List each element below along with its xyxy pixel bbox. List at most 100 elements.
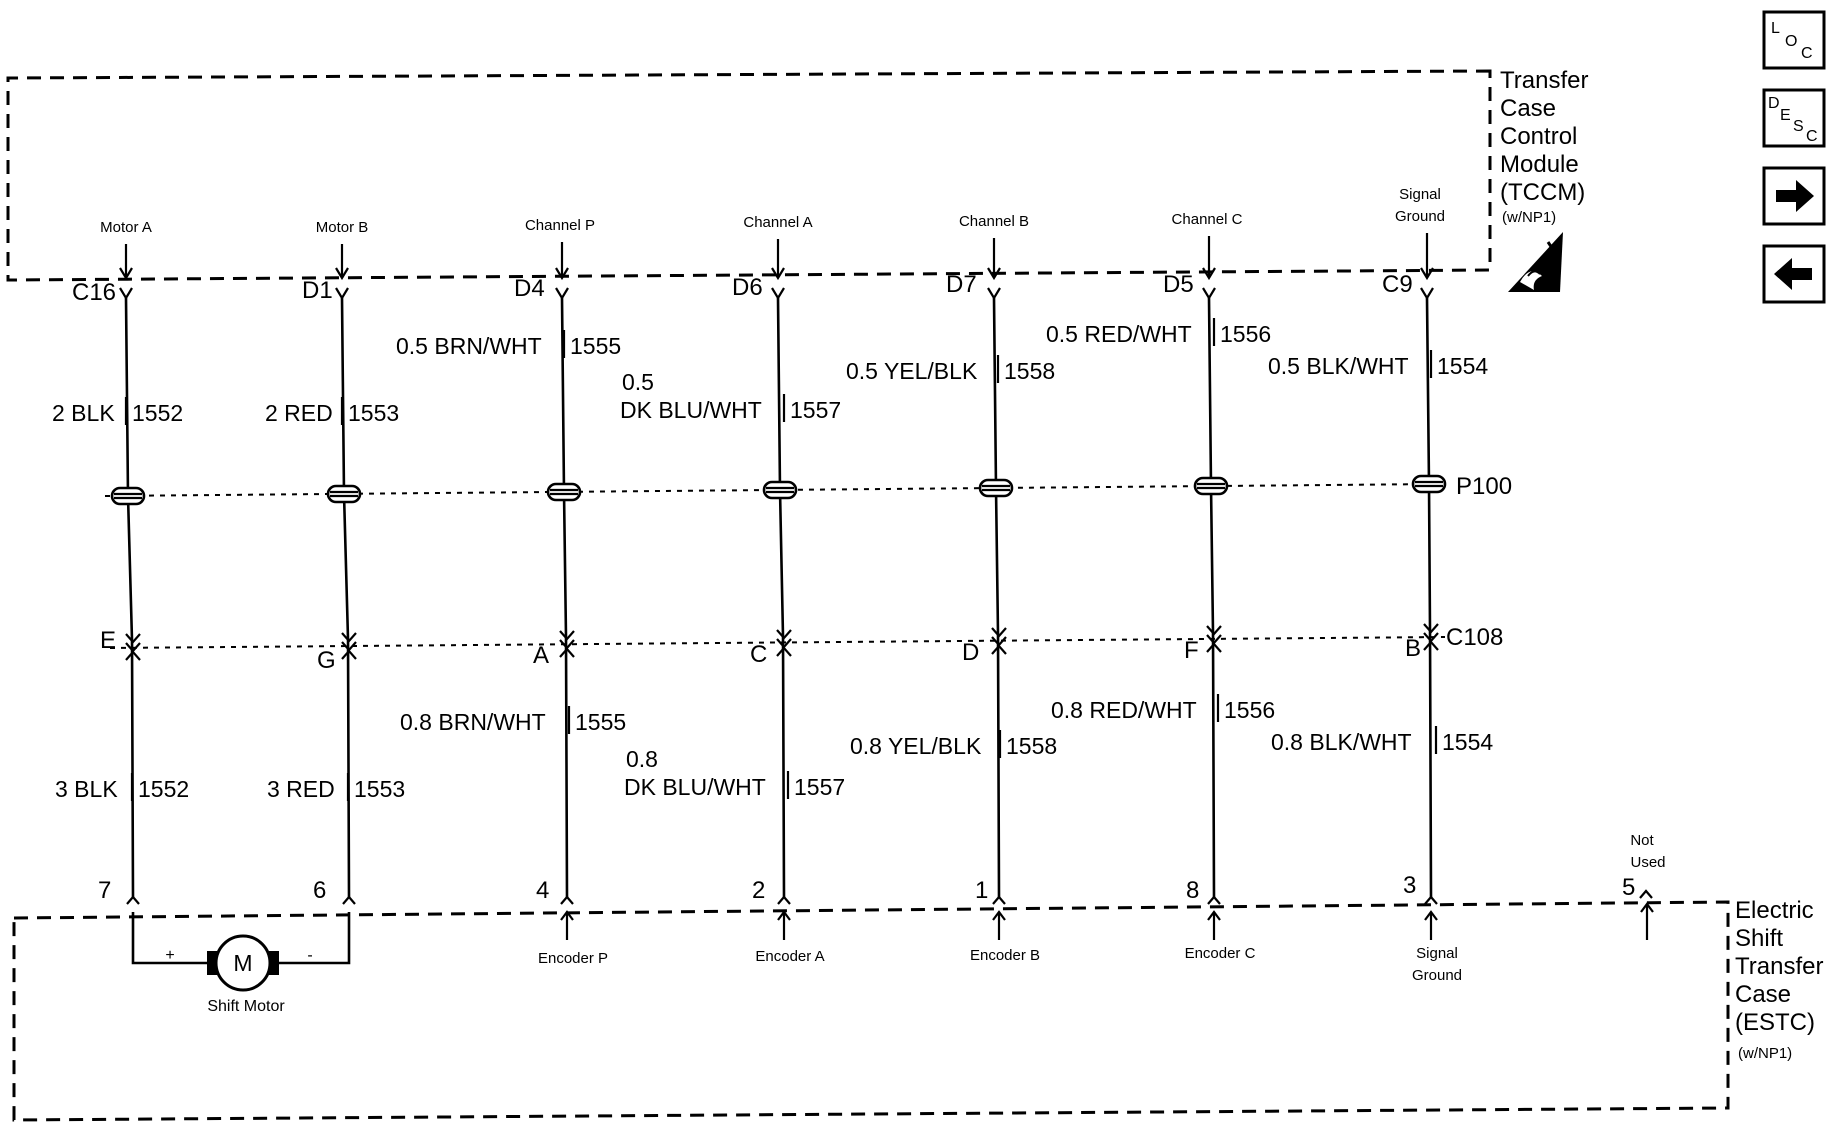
c108-terminal xyxy=(1206,625,1222,636)
wire xyxy=(776,297,786,899)
c108-terminal xyxy=(991,627,1007,638)
c108-terminal xyxy=(559,630,575,641)
wire-color-label: 0.5 RED/WHT xyxy=(1046,321,1192,347)
motor-minus-sign: - xyxy=(307,947,312,964)
loc-letter-3: C xyxy=(1801,45,1813,62)
tccm-title-line-5: (TCCM) xyxy=(1500,179,1585,206)
wire-color-label: 0.5 BRN/WHT xyxy=(396,333,542,359)
c108-pin-label: B xyxy=(1405,635,1421,662)
tccm-signal-label: Channel C xyxy=(1172,211,1243,228)
tccm-arrowhead xyxy=(1202,267,1216,281)
tccm-arrowhead xyxy=(119,267,133,281)
not-used-terminal xyxy=(1639,889,1653,899)
wire-color-label: DK BLU/WHT xyxy=(624,774,766,800)
estc-title-line-4: Case xyxy=(1735,981,1791,1008)
loc-button[interactable]: L O C xyxy=(1762,10,1826,70)
estc-signal-label: Encoder P xyxy=(538,950,608,967)
tccm-signal-label: Motor A xyxy=(100,219,152,236)
estc-terminal xyxy=(342,895,356,905)
estc-output-arrow xyxy=(1207,910,1221,940)
wire-color-label: 0.5 xyxy=(622,369,654,395)
wire-color-label: 0.8 YEL/BLK xyxy=(850,733,982,759)
c108-terminal xyxy=(559,647,575,658)
c108-terminal xyxy=(1206,642,1222,653)
prev-page-button[interactable] xyxy=(1762,244,1826,304)
tccm-terminal xyxy=(1420,287,1434,301)
wire-color-label: 0.8 BLK/WHT xyxy=(1271,729,1412,755)
esd-sensitive-icon xyxy=(1508,232,1563,292)
loc-letter-1: L xyxy=(1771,20,1780,37)
desc-letter-3: S xyxy=(1793,118,1804,135)
wire xyxy=(340,297,351,899)
wire-color-label: 2 RED xyxy=(265,400,333,426)
tccm-terminal xyxy=(1202,287,1216,301)
estc-output-arrow xyxy=(777,910,791,940)
c108-terminal xyxy=(1423,640,1439,651)
c108-terminal xyxy=(125,650,141,661)
estc-title-line-2: Shift xyxy=(1735,925,1783,952)
p100-connector xyxy=(1411,474,1447,494)
tccm-arrowhead xyxy=(1420,267,1434,281)
tccm-pin-label: D1 xyxy=(302,277,333,304)
tccm-pin-label: C16 xyxy=(72,279,116,306)
estc-output-arrow xyxy=(1424,910,1438,940)
circuit-number-label: 1555 xyxy=(575,709,626,735)
estc-output-arrow xyxy=(560,910,574,940)
circuit-number-label: 1557 xyxy=(790,397,841,423)
p100-connector xyxy=(326,484,362,504)
desc-letter-2: E xyxy=(1780,107,1791,124)
wire xyxy=(1425,297,1433,899)
estc-pin-label: 2 xyxy=(752,877,765,904)
tccm-pin-label: D4 xyxy=(514,275,545,302)
p100-connector xyxy=(110,486,146,506)
estc-pin-label: 7 xyxy=(98,877,111,904)
wire-color-label: 0.8 RED/WHT xyxy=(1051,697,1197,723)
wire-color-label: 0.5 YEL/BLK xyxy=(846,358,978,384)
c108-terminal xyxy=(776,629,792,640)
wire-color-label: 0.5 BLK/WHT xyxy=(1268,353,1409,379)
estc-pin-label: 4 xyxy=(536,877,549,904)
c108-pin-label: F xyxy=(1184,637,1199,664)
circuit-number-label: 1558 xyxy=(1006,733,1057,759)
c108-terminal xyxy=(125,633,141,644)
tccm-terminal xyxy=(119,287,133,301)
estc-note: (w/NP1) xyxy=(1738,1045,1792,1062)
estc-terminal xyxy=(560,895,574,905)
estc-terminal xyxy=(777,895,791,905)
estc-signal-label: Encoder B xyxy=(970,947,1040,964)
c108-pin-label: D xyxy=(962,639,979,666)
next-page-button[interactable] xyxy=(1762,166,1826,226)
wire xyxy=(124,297,135,899)
circuit-number-label: 1554 xyxy=(1442,729,1493,755)
tccm-signal-label: Channel B xyxy=(959,213,1029,230)
tccm-pin-label: C9 xyxy=(1382,271,1413,298)
estc-signal-label: Ground xyxy=(1412,967,1462,984)
tccm-terminal xyxy=(335,287,349,301)
p100-connector xyxy=(978,478,1014,498)
estc-signal-label: Encoder A xyxy=(755,948,824,965)
desc-button[interactable]: D E S C xyxy=(1762,88,1826,148)
c108-terminal xyxy=(991,644,1007,655)
estc-title-line-3: Transfer xyxy=(1735,953,1823,980)
not-used-pin: Not Used 5 xyxy=(1622,832,1666,940)
desc-letter-4: C xyxy=(1806,128,1818,145)
c108-terminal xyxy=(1423,623,1439,634)
wire-color-label: 0.8 xyxy=(626,746,658,772)
c108-pin-label: A xyxy=(533,642,549,669)
tccm-pin-label: D6 xyxy=(732,274,763,301)
circuit-number-label: 1553 xyxy=(348,400,399,426)
wire-color-label: DK BLU/WHT xyxy=(620,397,762,423)
arrow-right-icon xyxy=(1776,180,1814,212)
wire-color-label: 3 BLK xyxy=(55,776,118,802)
tccm-signal-label: Channel P xyxy=(525,217,595,234)
wire xyxy=(1207,297,1216,899)
c108-dotted-line xyxy=(109,636,1446,649)
c108-pin-label: E xyxy=(100,627,116,654)
motor-plus-sign: + xyxy=(165,947,174,964)
wire xyxy=(992,297,1001,899)
